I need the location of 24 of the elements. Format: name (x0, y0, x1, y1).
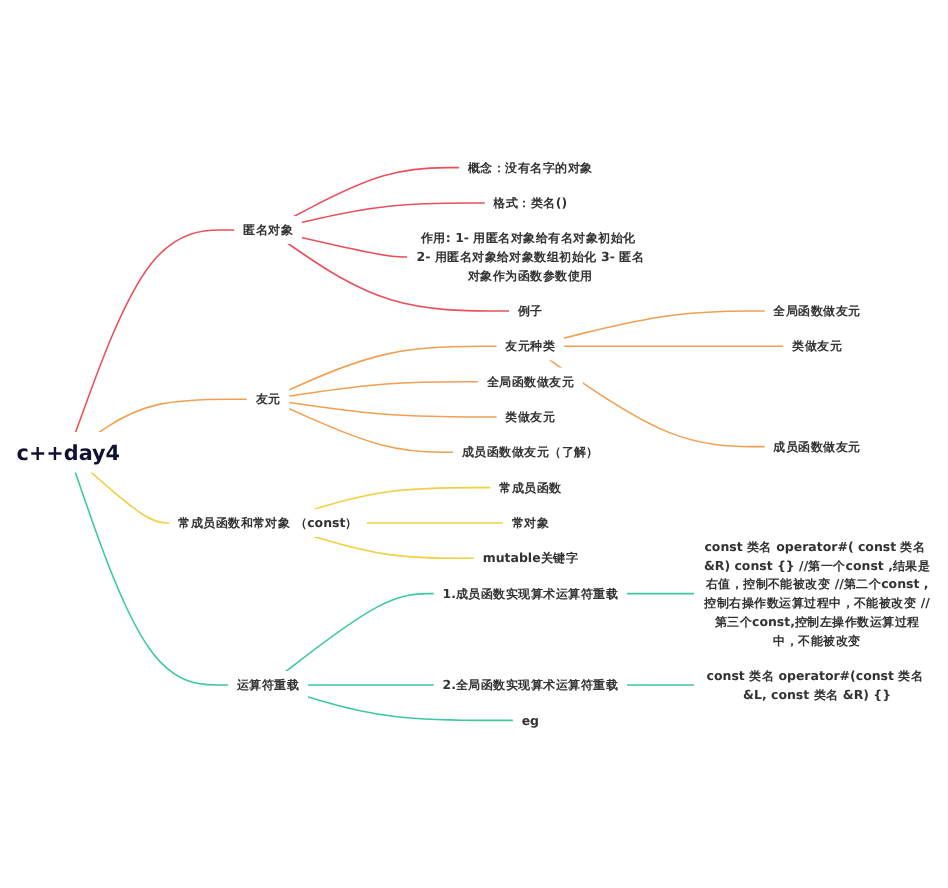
connector (548, 359, 766, 448)
node-text: c++day4 (16, 439, 121, 465)
connector (287, 242, 511, 312)
connector (300, 202, 486, 224)
connector (365, 522, 505, 524)
connector (300, 236, 409, 258)
connector (306, 695, 515, 722)
connector (306, 684, 436, 686)
connector (74, 471, 230, 686)
connector (293, 166, 461, 218)
connector (312, 535, 476, 560)
connector (288, 401, 498, 418)
connector (97, 398, 249, 434)
connector (74, 229, 236, 434)
connector (288, 407, 455, 454)
connector (90, 471, 171, 524)
connector (625, 592, 696, 595)
connector (288, 345, 498, 391)
connector (562, 310, 766, 339)
connector (312, 486, 492, 511)
connector (625, 684, 696, 686)
connector (284, 592, 436, 673)
connector (562, 345, 785, 348)
connector (288, 380, 480, 397)
